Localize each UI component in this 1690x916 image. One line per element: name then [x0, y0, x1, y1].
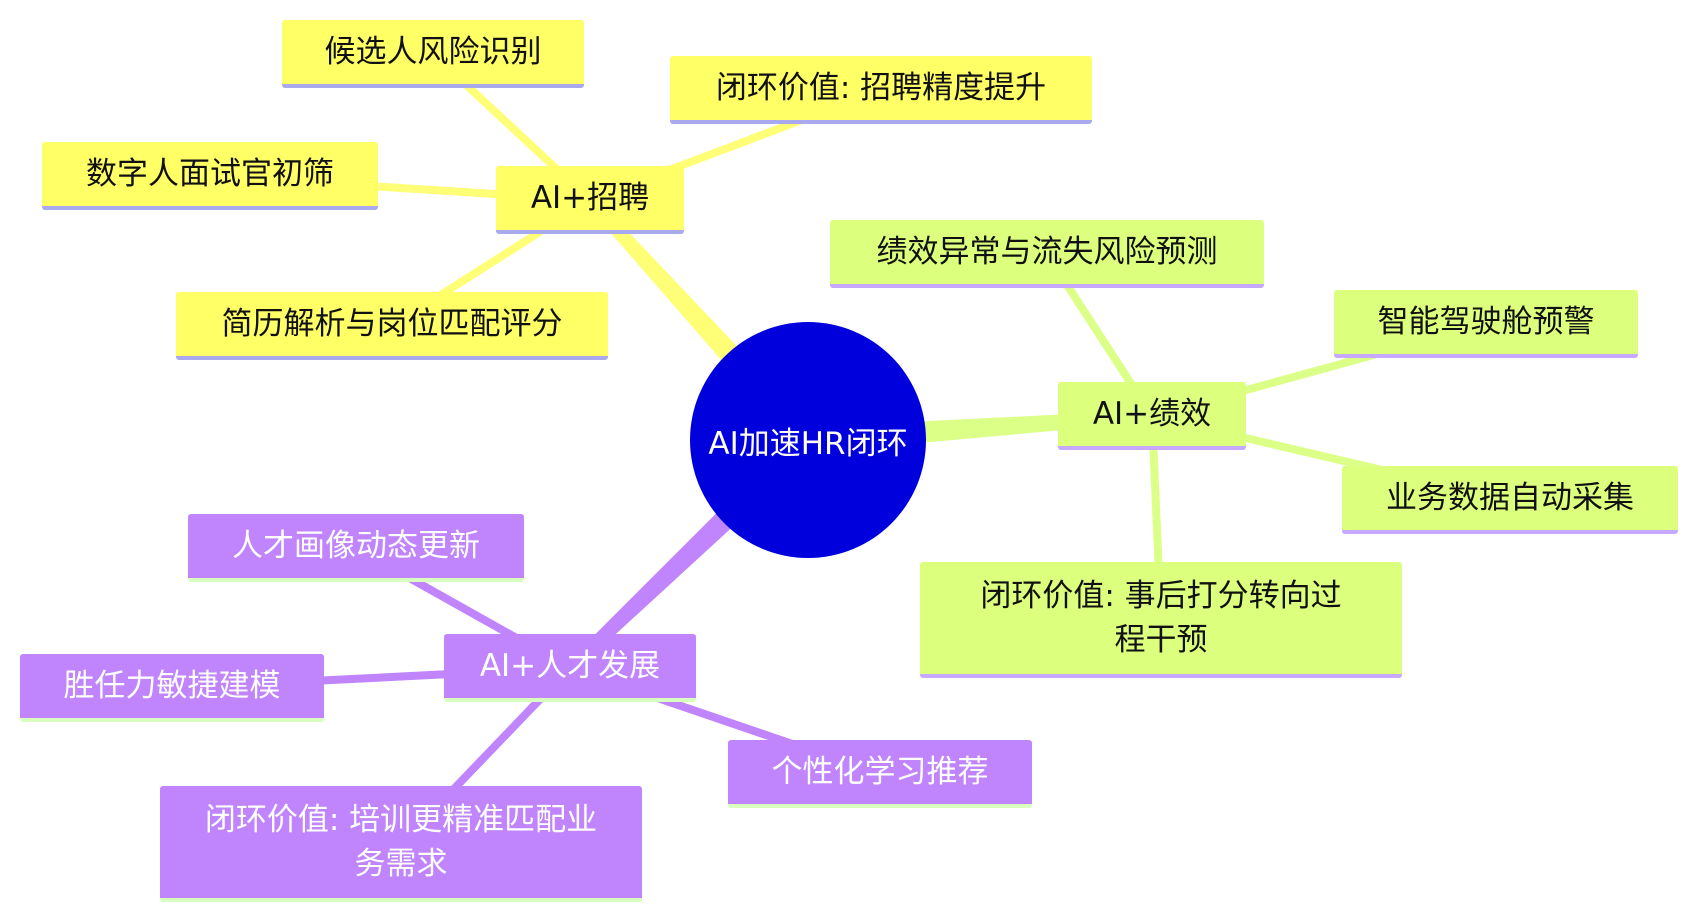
leaf-node-talent-profile[interactable]: 人才画像动态更新: [188, 514, 524, 582]
leaf-node-digital-interviewer[interactable]: 数字人面试官初筛: [42, 142, 378, 210]
branch-node-recruit[interactable]: AI+招聘: [496, 166, 684, 234]
leaf-node-competency-modeling[interactable]: 胜任力敏捷建模: [20, 654, 324, 722]
leaf-node-cockpit-alert[interactable]: 智能驾驶舱预警: [1334, 290, 1638, 358]
leaf-node-candidate-risk[interactable]: 候选人风险识别: [282, 20, 584, 88]
branch-node-performance[interactable]: AI+绩效: [1058, 382, 1246, 450]
leaf-node-learning-recommendation[interactable]: 个性化学习推荐: [728, 740, 1032, 808]
leaf-node-attrition-prediction[interactable]: 绩效异常与流失风险预测: [830, 220, 1264, 288]
leaf-node-data-collection[interactable]: 业务数据自动采集: [1342, 466, 1678, 534]
branch-node-talent[interactable]: AI+人才发展: [444, 634, 696, 702]
root-node[interactable]: AI加速HR闭环: [690, 322, 926, 558]
leaf-node-recruit-value[interactable]: 闭环价值: 招聘精度提升: [670, 56, 1092, 124]
leaf-node-training-value[interactable]: 闭环价值: 培训更精准匹配业务需求: [160, 786, 642, 902]
leaf-node-performance-value[interactable]: 闭环价值: 事后打分转向过程干预: [920, 562, 1402, 678]
leaf-node-resume-matching[interactable]: 简历解析与岗位匹配评分: [176, 292, 608, 360]
